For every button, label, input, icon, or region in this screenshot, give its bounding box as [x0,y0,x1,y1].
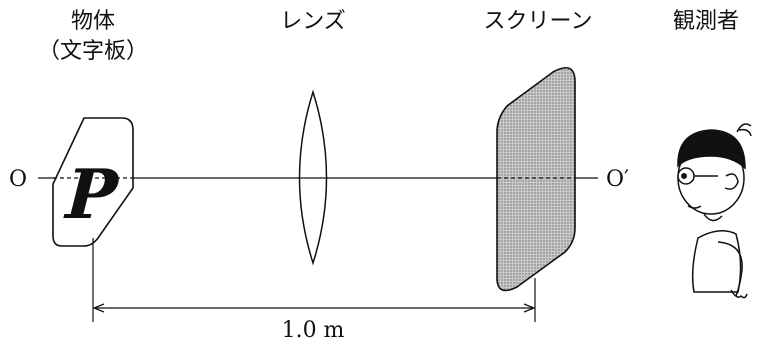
lens-label: レンズ [280,9,346,34]
observer-body [691,230,742,293]
object-sublabel: （文字板） [38,39,148,64]
axis-label-O-prime: O′ [606,167,629,192]
observer-ear [724,173,739,190]
observer-hand [730,289,748,299]
observer-label: 観測者 [673,9,739,34]
observer-neck [703,213,723,222]
observer-cowlick [736,123,752,137]
object-label: 物体 [71,9,115,34]
observer-figure [677,123,752,299]
observer-arm [717,241,743,297]
axis-label-O: O [9,167,27,192]
object-plate [52,117,134,247]
observer-mouth [687,205,702,209]
screen-shape [496,66,576,292]
screen-label: スクリーン [484,9,593,34]
observer-hair [677,129,746,170]
observer-eye [681,173,687,179]
distance-label: 1.0 m [282,318,345,343]
